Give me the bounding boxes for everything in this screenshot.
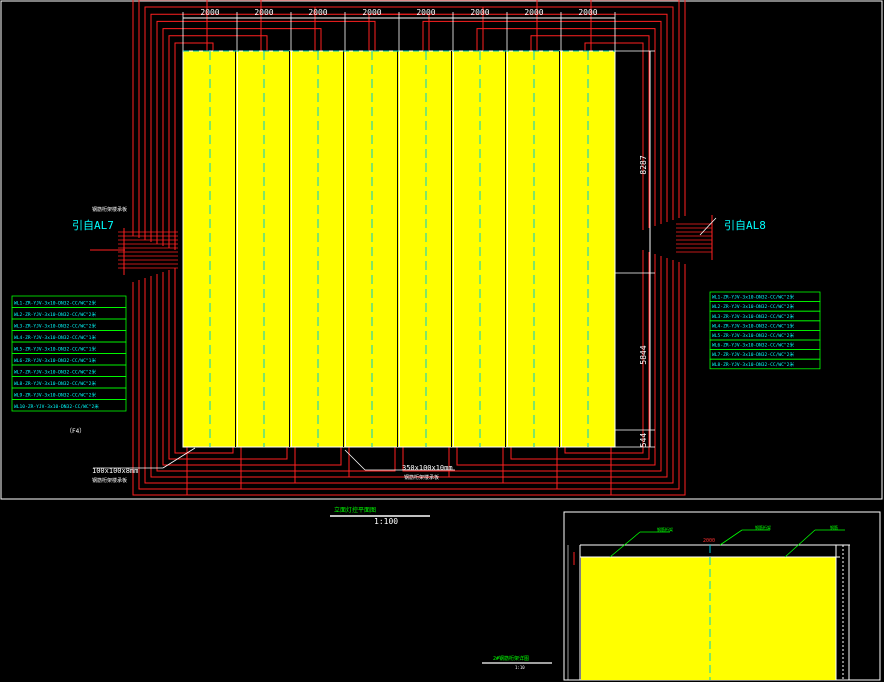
wire-route-right-bottom: [186, 264, 686, 496]
wire-route-left-top: [138, 0, 538, 238]
circuit-table-cell: [11, 399, 127, 412]
circuit-table-row: WL1-ZR-YJV-3x10-DN32-CC/WC"2米: [712, 294, 794, 301]
circuit-table-row: WL1-ZR-YJV-3x10-DN32-CC/WC"2米: [14, 300, 96, 307]
top-dim-label: 2000: [200, 8, 219, 17]
wiring-routes: [118, 0, 713, 496]
note-top-left: 钢筋桁架楼承板: [92, 206, 127, 213]
circuit-table-cell: [709, 358, 821, 370]
right-dim-1: 8287: [639, 155, 648, 174]
callout-left-note: 钢筋桁架楼承板: [92, 477, 127, 484]
circuit-table-row: WL3-ZR-YJV-3x10-DN32-CC/WC"2米: [14, 323, 96, 330]
left-source-label: 引自AL7: [72, 218, 114, 232]
viewport-frame: [0, 0, 883, 500]
circuit-table-row: WL2-ZR-YJV-3x10-DN32-CC/WC"2米: [14, 311, 96, 318]
circuit-table-row: WL7-ZR-YJV-3x10-DN32-CC/WC"2米: [14, 369, 96, 376]
callout-left-size: 100x100x8mm: [92, 467, 138, 475]
circuit-table-row: WL5-ZR-YJV-3x10-DN32-CC/WC"1米: [14, 346, 96, 353]
circuit-table-row: WL2-ZR-YJV-3x10-DN32-CC/WC"2米: [712, 303, 794, 310]
drawing-title: 立面灯控平面图: [334, 506, 376, 514]
drawing-scale: 1:100: [374, 517, 398, 526]
wire-route-right-bottom: [564, 250, 644, 454]
top-dim-label: 2000: [524, 8, 543, 17]
panel-plan: [182, 50, 616, 448]
detail-caption: 2#钢筋桁架详图: [493, 655, 529, 662]
wire-route-left-bottom: [150, 276, 450, 478]
panel-fill: [182, 50, 616, 448]
wire-route-left-top: [174, 42, 214, 250]
wire-route-right-bottom: [348, 258, 668, 478]
wire-route-left-top: [168, 35, 268, 248]
right-dim-3: 544: [639, 433, 648, 448]
wire-route-right-bottom: [510, 252, 650, 460]
wire-route-right-bottom: [402, 256, 662, 472]
circuit-table-row: WL10-ZR-YJV-3x10-DN32-CC/WC"2米: [14, 403, 99, 410]
detail-panel-fill: [581, 557, 836, 680]
wire-route-left-top: [156, 20, 376, 244]
wire-route-right-top: [206, 0, 686, 216]
wire-route-left-bottom: [156, 274, 396, 472]
wire-route-right-bottom: [240, 262, 680, 490]
wire-route-left-top: [132, 0, 592, 236]
top-dimension-chain: 2000 2000 2000 2000 2000 2000 2000 2000: [182, 8, 616, 51]
circuit-table-row: WL6-ZR-YJV-3x10-DN32-CC/WC"1米: [14, 357, 96, 364]
circuit-table-row: WL7-ZR-YJV-3x10-DN32-CC/WC"2米: [712, 351, 794, 358]
detail-label-1: 钢筋桁架: [657, 526, 673, 532]
right-dimension-chain: 8287 5844 544: [615, 50, 655, 448]
left-circuit-table: WL1-ZR-YJV-3x10-DN32-CC/WC"2米 WL2-ZR-YJV-…: [11, 295, 127, 412]
circuit-table-row: WL3-ZR-YJV-3x10-DN32-CC/WC"2米: [712, 313, 794, 320]
callout-center-note: 钢筋桁架楼承板: [404, 474, 439, 481]
wire-route-left-bottom: [162, 272, 342, 466]
detail-top-dim: 2000: [703, 538, 715, 544]
wire-route-left-bottom: [168, 270, 288, 460]
wire-route-right-top: [314, 6, 674, 220]
wire-route-left-top: [144, 6, 484, 240]
bay-dividers: [235, 51, 562, 447]
wire-route-right-top: [476, 28, 656, 226]
wire-route-right-bottom: [456, 254, 656, 466]
wire-route-left-top: [162, 28, 322, 246]
wire-route-right-bottom: [294, 260, 674, 484]
wire-route-right-top: [584, 42, 644, 230]
top-dim-label: 2000: [254, 8, 273, 17]
right-circuit-table: WL1-ZR-YJV-3x10-DN32-CC/WC"2米 WL2-ZR-YJV-…: [709, 291, 821, 370]
top-dim-label: 2000: [470, 8, 489, 17]
wire-route-right-top: [422, 20, 662, 224]
detail-label-3: 钢筋: [830, 524, 838, 530]
right-dim-2: 5844: [639, 345, 648, 364]
top-dim-label: 2000: [308, 8, 327, 17]
circuit-table-row: WL4-ZR-YJV-3x10-DN32-CC/WC"1米: [14, 334, 96, 341]
wire-route-right-top: [368, 13, 668, 222]
circuit-table-row: WL8-ZR-YJV-3x10-DN32-CC/WC"2米: [14, 380, 96, 387]
circuit-table-row: WL8-ZR-YJV-3x10-DN32-CC/WC"2米: [712, 361, 794, 368]
right-source-label: 引自AL8: [724, 218, 766, 232]
detail-caption-scale: 1:10: [515, 665, 525, 670]
circuit-table-row: WL5-ZR-YJV-3x10-DN32-CC/WC"2米: [712, 332, 794, 339]
wire-route-right-top: [260, 0, 680, 218]
circuit-table-row: WL9-ZR-YJV-3x10-DN32-CC/WC"2米: [14, 392, 96, 399]
center-lines: [183, 50, 615, 447]
wire-route-left-top: [150, 13, 430, 242]
wire-route-right-top: [530, 35, 650, 228]
detail-viewport: 2000 钢筋桁架 钢筋桁架 钢筋: [563, 511, 881, 681]
wire-route-left-bottom: [174, 268, 234, 454]
circuit-table-row: WL6-ZR-YJV-3x10-DN32-CC/WC"2米: [712, 342, 794, 349]
circuit-table-row: WL4-ZR-YJV-3x10-DN32-CC/WC"1米: [712, 322, 794, 329]
top-dim-label: 2000: [362, 8, 381, 17]
callout-center-size: 350x100x10mm: [402, 464, 453, 472]
top-dim-label: 2000: [578, 8, 597, 17]
top-dim-label: 2000: [416, 8, 435, 17]
detail-label-2: 钢筋桁架: [755, 524, 771, 530]
note-f4: （F4）: [66, 428, 85, 435]
